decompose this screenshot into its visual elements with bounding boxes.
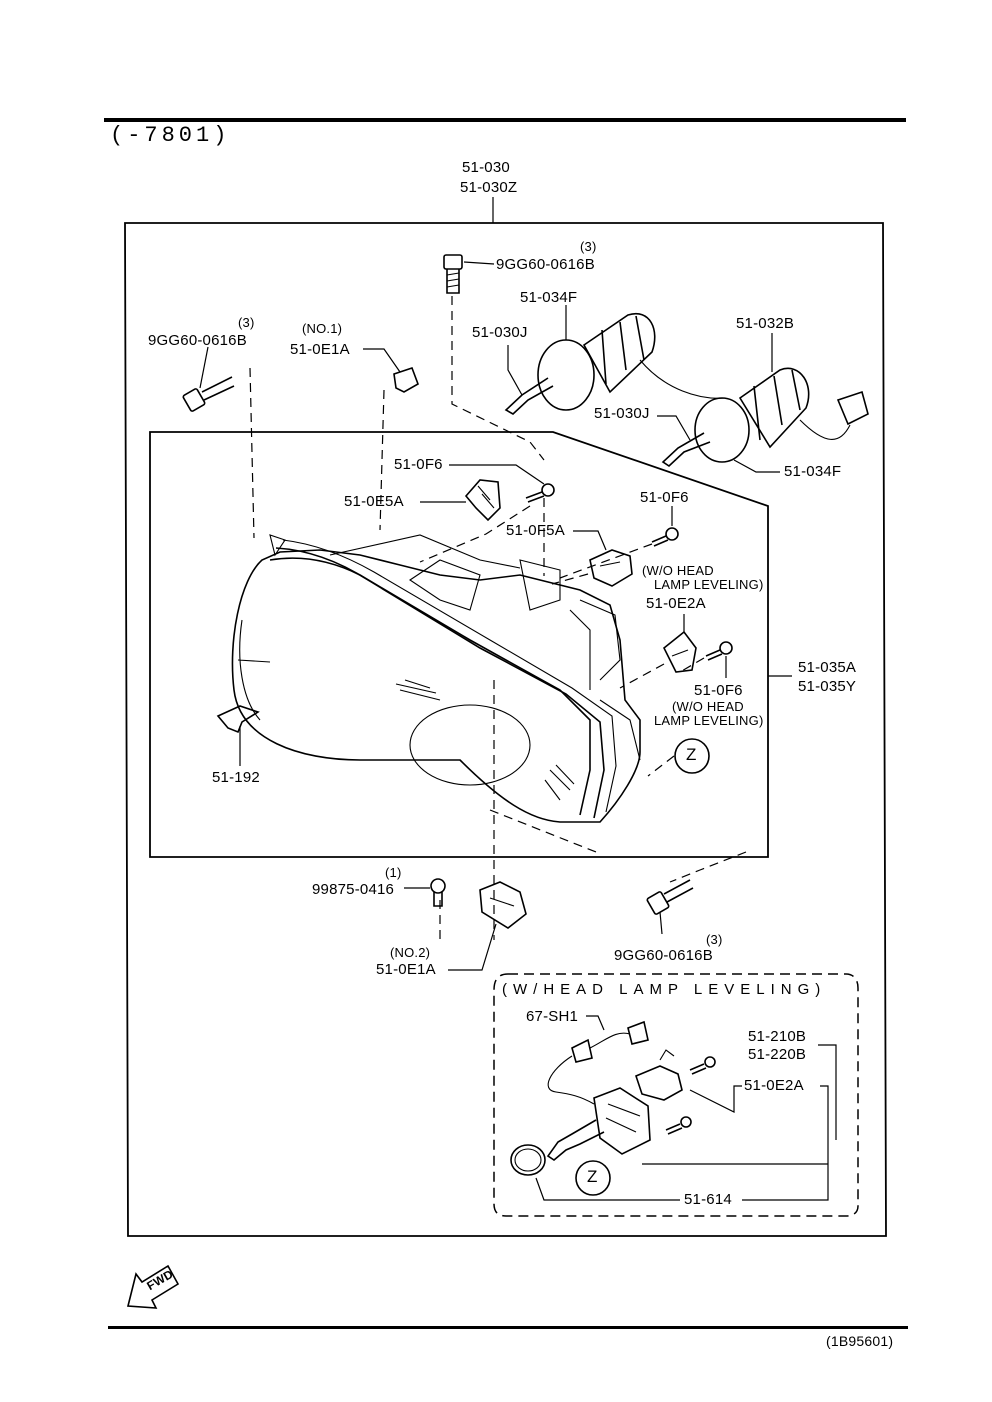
note-wo-leveling-1a: (W/O HEAD (642, 563, 714, 578)
bolt-top-drawing (443, 254, 495, 294)
note-wo-leveling-2a: (W/O HEAD (672, 699, 744, 714)
lamp-unit-line1: 51-035A (798, 659, 857, 676)
actuator-line2: 51-220B (748, 1046, 807, 1063)
screw-bottom-qty: (1) (385, 865, 402, 880)
socket-3-label: 51-034F (784, 463, 842, 480)
fwd-arrow-icon (126, 1264, 180, 1309)
zoom-circle-leveling (575, 1160, 611, 1196)
assembly-part-line1: 51-030 (462, 159, 510, 176)
leveling-group-title: (W/HEAD LAMP LEVELING) (502, 981, 827, 998)
lamp-unit-frame (149, 431, 769, 858)
bulb-1-label: 51-030J (472, 324, 528, 341)
bottom-rule (108, 1326, 908, 1329)
bracket-b-drawing (573, 530, 633, 587)
harness-label: 67-SH1 (526, 1008, 579, 1025)
bulb-socket-2 (657, 333, 869, 473)
leveling-group-frame (493, 973, 859, 1217)
bolt-left-drawing (182, 346, 235, 412)
clip-192-label: 51-192 (212, 769, 260, 786)
screw-a-drawing (449, 464, 555, 503)
socket-2-label: 51-032B (736, 315, 795, 332)
bracket-b-label: 51-0F5A (506, 522, 565, 539)
assembly-part-line2: 51-030Z (460, 179, 518, 196)
clip-no2-note: (NO.2) (390, 945, 431, 960)
screw-bottom-part: 99875-0416 (312, 881, 395, 898)
lamp-unit-line2: 51-035Y (798, 678, 857, 695)
bolt-top-qty: (3) (580, 239, 597, 254)
clip-no2-part: 51-0E1A (376, 961, 436, 978)
bulb-socket-1 (504, 305, 726, 415)
screw-bottom-drawing (404, 878, 446, 907)
assembly-frame (124, 222, 887, 1237)
leveling-actuator-drawing (510, 1020, 716, 1196)
bolt-left-part: 9GG60-0616B (148, 332, 247, 349)
zoom-marker-leveling: Z (587, 1167, 598, 1186)
model-range-label: (-7801) (110, 123, 231, 148)
bolt-left-qty: (3) (238, 315, 255, 330)
leveling-bracket-label: 51-0E2A (744, 1077, 804, 1094)
note-wo-leveling-1b: LAMP LEVELING) (654, 577, 764, 592)
bulb-2-label: 51-030J (594, 405, 650, 422)
screw-c-label: 51-0F6 (694, 682, 743, 699)
screw-c-drawing (705, 641, 733, 678)
bolt-bottom-qty: (3) (706, 932, 723, 947)
actuator-line1: 51-210B (748, 1028, 807, 1045)
bolt-bottom-drawing (646, 879, 694, 935)
bolt-top-part: 9GG60-0616B (496, 256, 595, 273)
bracket-c-drawing (662, 614, 697, 673)
clip-no1-drawing (363, 348, 419, 393)
screw-b-label: 51-0F6 (640, 489, 689, 506)
oring-label: 51-614 (684, 1191, 732, 1208)
bracket-a-drawing (420, 479, 501, 522)
bolt-bottom-part: 9GG60-0616B (614, 947, 713, 964)
top-rule (104, 118, 906, 122)
diagram-code: (1B95601) (826, 1333, 894, 1349)
zoom-circle-main (674, 738, 710, 774)
screw-a-label: 51-0F6 (394, 456, 443, 473)
clip-no2-drawing (448, 881, 527, 971)
bracket-c-label: 51-0E2A (646, 595, 706, 612)
note-wo-leveling-2b: LAMP LEVELING) (654, 713, 764, 728)
headlamp-body (231, 534, 641, 823)
screw-b-drawing (651, 506, 679, 547)
clip-no1-part: 51-0E1A (290, 341, 350, 358)
bracket-a-label: 51-0E5A (344, 493, 404, 510)
clip-no1-note: (NO.1) (302, 321, 343, 336)
zoom-marker-main: Z (686, 745, 697, 764)
socket-1-label: 51-034F (520, 289, 578, 306)
clip-192-drawing (216, 705, 260, 766)
